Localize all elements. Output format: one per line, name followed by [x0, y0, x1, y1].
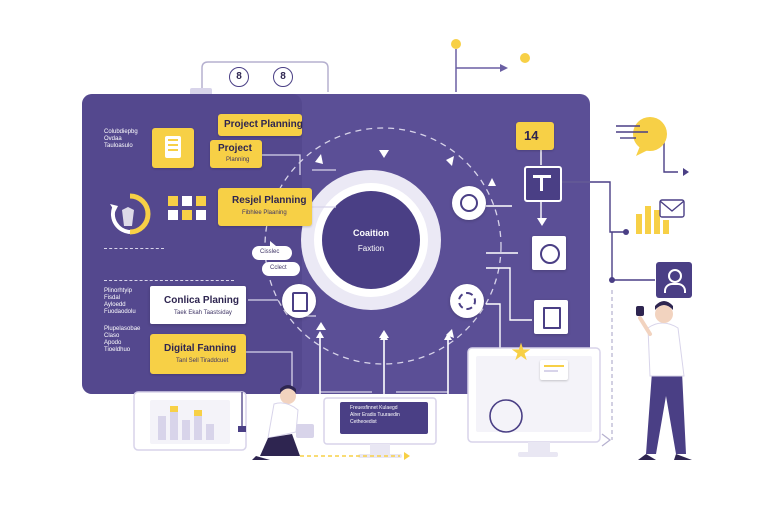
digital-fanning-sub: Tanl Sell Tiraddcuet	[176, 358, 229, 364]
side-text-line: Plinorhtyip	[104, 288, 133, 294]
side-text-line: Fisdal	[104, 295, 121, 301]
resjel-planning-sub: Fibhlee Plaaning	[242, 210, 287, 216]
side-text-line: Ayloedd	[104, 302, 126, 308]
card-icon	[540, 360, 568, 380]
tile-grid-icon	[168, 196, 206, 228]
orbit-ring	[264, 127, 502, 365]
circle-icon	[460, 194, 478, 212]
top-dot-left	[451, 39, 461, 49]
monitor-text: Freuesfinnet Kulaegd Alrer Eradis Tuurae…	[350, 405, 400, 426]
side-text-line: Colubdiepbg	[104, 129, 138, 135]
clock-icon	[540, 244, 560, 264]
project-box-title: Project	[218, 143, 252, 154]
orbit-node-circle[interactable]	[452, 186, 486, 220]
side-text-line: Ovdaa	[104, 136, 122, 142]
speech-bubble-1: Cisslec	[252, 246, 292, 260]
side-text-block-3: Plupelasobae Claso Apodo Tioeldhuo	[104, 326, 140, 354]
orbit-node-tablet[interactable]	[282, 284, 316, 318]
side-text-line: Tioeldhuo	[104, 347, 131, 353]
building-icon	[165, 136, 181, 158]
project-box[interactable]: Project Planning	[210, 140, 262, 168]
chat-bubble-icon	[633, 117, 667, 151]
refresh-icon	[458, 292, 476, 310]
monitor-text-line-3: Cetheoedist	[350, 419, 377, 425]
document-box[interactable]	[534, 300, 568, 334]
monitor-text-line-1: Freuesfinnet Kulaegd	[350, 405, 398, 411]
conlica-planing-box[interactable]: Conlica Planing Taek Ekah Taastsiday	[150, 286, 246, 324]
recycle-icon	[106, 190, 154, 238]
user-icon	[668, 269, 682, 283]
speech-bubble-2: Cclect	[262, 262, 300, 276]
side-text-line: Apodo	[104, 340, 122, 346]
project-box-sub: Planning	[226, 157, 250, 163]
counter-value: 14	[524, 128, 539, 143]
clock-box[interactable]	[532, 236, 566, 270]
resjel-planning-title: Resjel Planning	[232, 195, 307, 206]
divider	[104, 280, 234, 281]
monitor-text-line-2: Alrer Eradis Tuuraedin	[350, 412, 400, 418]
side-text-line: Claso	[104, 333, 120, 339]
side-text-line: Plupelasobae	[104, 326, 141, 332]
side-text-block-2: Plinorhtyip Fisdal Ayloedd Fuodaodolu	[104, 288, 136, 316]
counter-box[interactable]: 14	[516, 122, 554, 150]
side-text-block-1: Colubdiepbg Ovdaa Tauloasulo	[104, 129, 138, 150]
side-text-line: Tauloasulo	[104, 143, 133, 149]
divider	[104, 248, 164, 249]
project-planning-label-box[interactable]: Project Planning	[218, 114, 303, 136]
step-circle-right: 8	[273, 67, 293, 87]
side-text-line: Fuodaodolu	[104, 309, 136, 315]
envelope-icon	[659, 199, 685, 218]
speech-bubble-2-text: Cclect	[270, 265, 287, 271]
digital-fanning-title: Digital Fanning	[164, 343, 237, 354]
tablet-icon	[292, 292, 308, 312]
conlica-planing-sub: Taek Ekah Taastsiday	[174, 310, 232, 316]
resjel-planning-box[interactable]: Resjel Planning Fibhlee Plaaning	[218, 188, 312, 226]
standing-person	[636, 301, 692, 460]
building-tile[interactable]	[152, 128, 194, 168]
orbit-node-refresh[interactable]	[450, 284, 484, 318]
crouching-person	[252, 385, 314, 460]
digital-fanning-box[interactable]: Digital Fanning Tanl Sell Tiraddcuet	[150, 334, 246, 374]
star-icon: ★	[510, 339, 532, 366]
conlica-planing-title: Conlica Planing	[164, 295, 240, 306]
document-icon	[543, 307, 561, 329]
step-circle-left: 8	[229, 67, 249, 87]
text-tool-box[interactable]	[524, 166, 562, 202]
top-dot-right	[520, 53, 530, 63]
down-arrow-icon	[537, 218, 547, 226]
hub-title: Coaition	[353, 228, 389, 238]
project-planning-label: Project Planning	[224, 119, 303, 130]
hub-center	[322, 191, 420, 289]
hub-subtitle: Faxtion	[357, 244, 385, 253]
speech-bubble-1-text: Cisslec	[260, 249, 280, 255]
user-profile-box[interactable]	[656, 262, 692, 298]
